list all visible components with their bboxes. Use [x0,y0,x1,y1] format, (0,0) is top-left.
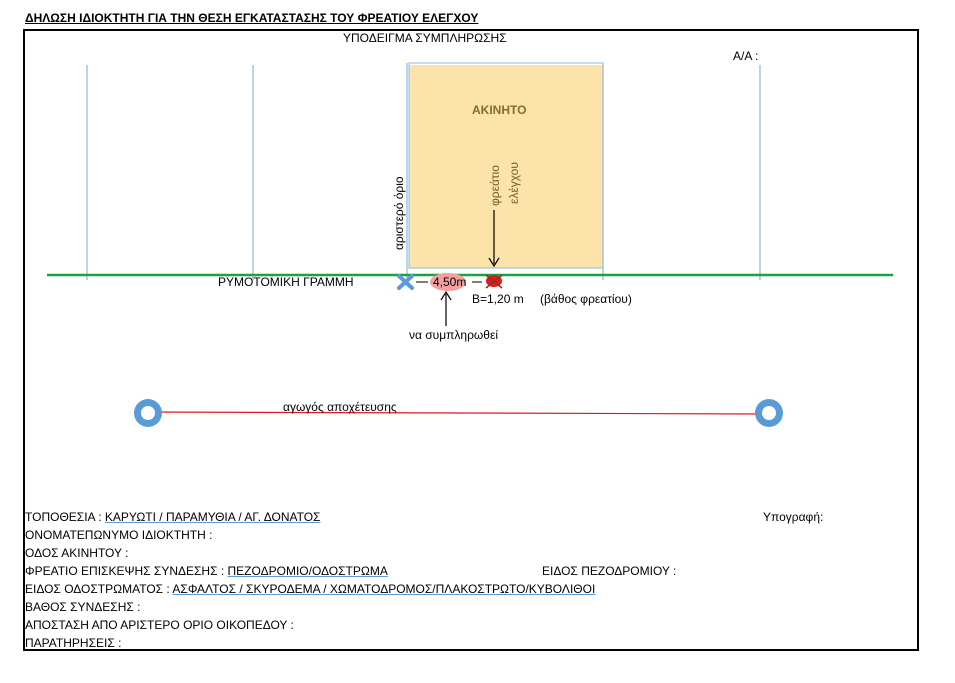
location-label: ΤΟΠΟΘΕΣΙΑ : [25,510,105,524]
connection-label: ΦΡΕΑΤΙΟ ΕΠΙΣΚΕΨΗΣ ΣΥΝΔΕΣΗΣ : [25,564,228,578]
pavement-label: ΕΙΔΟΣ ΟΔΟΣΤΡΩΜΑΤΟΣ : [25,582,173,596]
pavement-value: ΑΣΦΑΛΤΟΣ / ΣΚΥΡΟΔΕΜΑ / ΧΩΜΑΤΟΔΡΟΜΟΣ/ΠΛΑΚ… [172,582,596,596]
sewer-line [148,411,770,415]
sewer-label: αγωγός αποχέτευσης [283,400,397,414]
distance-label: ΑΠΟΣΤΑΣΗ ΑΠΟ ΑΡΙΣΤΕΡΟ ΟΡΙΟ ΟΙΚΟΠΕΔΟΥ : [25,618,294,632]
depth-note: (βάθος φρεατίου) [540,292,632,306]
serial-number-label: Α/Α : [733,49,759,63]
owner-label: ΟΝΟΜΑΤΕΠΩΝΥΜΟ ΙΔΙΟΚΤΗΤΗ : [25,528,213,542]
depth-value: Β=1,20 m [472,292,524,306]
pavement-field: ΕΙΔΟΣ ΟΔΟΣΤΡΩΜΑΤΟΣ : ΑΣΦΑΛΤΟΣ / ΣΚΥΡΟΔΕΜ… [25,582,595,596]
manhole-arrow-head [488,257,500,268]
manhole-right-icon [755,399,783,427]
property-area [409,65,603,268]
distance-value: 4,50m [433,275,467,289]
signature-label: Υπογραφή: [763,510,824,524]
document-title: ΔΗΛΩΣΗ ΙΔΙΟΚΤΗΤΗ ΓΙΑ ΤΗΝ ΘΕΣΗ ΕΓΚΑΤΑΣΤΑΣ… [25,11,479,25]
connection-field: ΦΡΕΑΤΙΟ ΕΠΙΣΚΕΨΗΣ ΣΥΝΔΕΣΗΣ : ΠΕΖΟΔΡΟΜΙΟ/… [25,564,388,578]
distance-marker [430,273,466,291]
depth-label: ΒΑΘΟΣ ΣΥΝΔΕΣΗΣ : [25,600,141,614]
fill-arrow-head [440,290,452,301]
form-frame [23,29,919,651]
property-label: ΑΚΙΝΗΤΟ [472,103,527,117]
sidewalk-type-label: ΕΙΔΟΣ ΠΕΖΟΔΡΟΜΙΟΥ : [542,564,677,578]
location-value: ΚΑΡΥΩΤΙ / ΠΑΡΑΜΥΘΙΑ / ΑΓ. ΔΟΝΑΤΟΣ [104,510,321,524]
sample-label: ΥΠΟΔΕΙΓΜΑ ΣΥΜΠΛΗΡΩΣΗΣ [343,31,507,45]
connection-value: ΠΕΖΟΔΡΟΜΙΟ/ΟΔΟΣΤΡΩΜΑ [227,564,388,578]
left-boundary-marker [397,274,414,290]
manhole-marker [485,274,503,289]
street-label: ΟΔΟΣ ΑΚΙΝΗΤΟΥ : [25,546,129,560]
remarks-label: ΠΑΡΑΤΗΡΗΣΕΙΣ : [25,636,122,650]
manhole-left-icon [134,399,162,427]
property-outline [408,62,604,269]
fill-note: να συμπληρωθεί [409,328,498,342]
location-field: ΤΟΠΟΘΕΣΙΑ : ΚΑΡΥΩΤΙ / ΠΑΡΑΜΥΘΙΑ / ΑΓ. ΔΟ… [25,510,320,524]
building-line-label: ΡΥΜΟΤΟΜΙΚΗ ΓΡΑΜΜΗ [218,275,354,289]
